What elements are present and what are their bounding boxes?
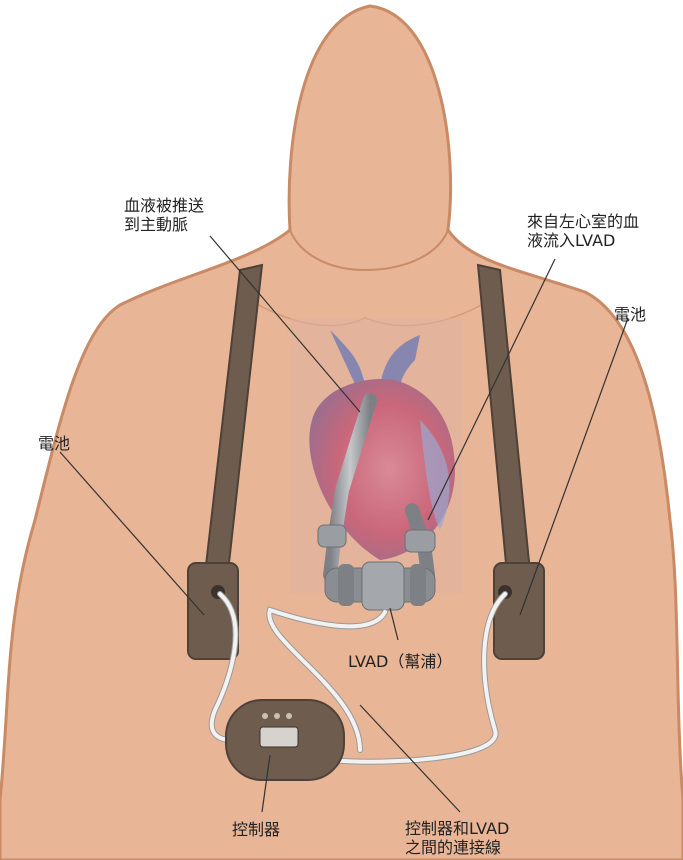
label-blood-to-aorta: 血液被推送 到主動脈: [124, 196, 204, 234]
battery-right: [494, 563, 544, 659]
label-battery-left: 電池: [38, 434, 70, 453]
label-battery-right: 電池: [614, 305, 646, 324]
label-controller: 控制器: [232, 820, 280, 839]
controller-device: [226, 700, 344, 780]
label-connection-cable: 控制器和LVAD 之間的連接線: [405, 819, 509, 857]
label-lvad-pump: LVAD（幫浦）: [348, 652, 452, 671]
label-inflow-from-left-ventricle: 來自左心室的血 液流入LVAD: [527, 212, 639, 250]
